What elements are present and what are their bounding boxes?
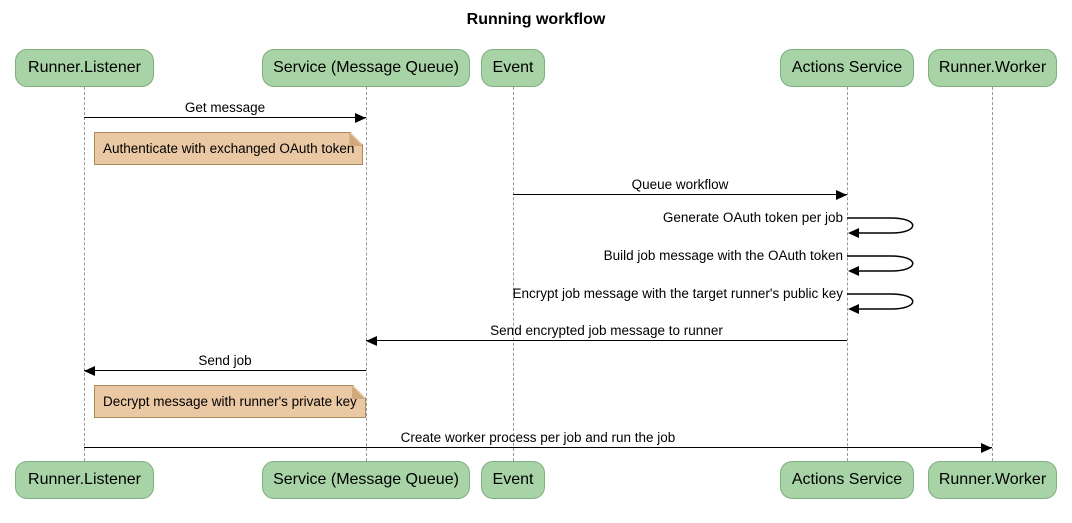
actor-top-service-message-queue: Service (Message Queue) (262, 49, 470, 87)
note-text: Decrypt message with runner's private ke… (103, 394, 357, 409)
message-arrow-send-job (84, 366, 366, 377)
note-text: Authenticate with exchanged OAuth token (103, 141, 355, 156)
self-loop-arrow-encrypt-job-message (847, 293, 914, 314)
message-line (366, 340, 847, 341)
lifeline-service-message-queue (366, 87, 367, 461)
message-label-build-job-message: Build job message with the OAuth token (603, 248, 843, 263)
message-arrow-get-message (84, 113, 366, 124)
self-loop-arrow-generate-oauth-token (847, 217, 914, 238)
message-label-get-message: Get message (184, 100, 266, 115)
actor-top-runner-worker: Runner.Worker (928, 49, 1057, 87)
lifeline-actions-service (847, 87, 848, 461)
actor-bottom-actions-service: Actions Service (780, 461, 914, 499)
message-label-create-worker: Create worker process per job and run th… (400, 430, 676, 445)
message-label-encrypt-job-message: Encrypt job message with the target runn… (512, 286, 844, 301)
lifeline-event (513, 87, 514, 461)
actor-bottom-runner-worker: Runner.Worker (928, 461, 1057, 499)
arrowhead-left (366, 336, 377, 346)
note-authenticate: Authenticate with exchanged OAuth token (94, 132, 363, 165)
arrowhead-right (355, 113, 366, 123)
message-line (84, 447, 992, 448)
arrowhead-right (981, 443, 992, 453)
actor-bottom-service-message-queue: Service (Message Queue) (262, 461, 470, 499)
lifeline-runner-worker (992, 87, 993, 461)
diagram-title: Running workflow (466, 11, 606, 28)
actor-top-event: Event (481, 49, 545, 87)
actor-bottom-event: Event (481, 461, 545, 499)
arrowhead-left (848, 266, 859, 276)
message-label-queue-workflow: Queue workflow (631, 177, 729, 192)
note-fold-corner (349, 133, 362, 146)
actor-top-actions-service: Actions Service (780, 49, 914, 87)
message-label-send-encrypted-job: Send encrypted job message to runner (490, 323, 723, 338)
note-decrypt: Decrypt message with runner's private ke… (94, 385, 366, 418)
actor-bottom-runner-listener: Runner.Listener (15, 461, 154, 499)
arrowhead-left (848, 228, 859, 238)
message-arrow-create-worker (84, 443, 992, 454)
arrowhead-left (848, 304, 859, 314)
lifeline-runner-listener (84, 87, 85, 461)
actor-top-runner-listener: Runner.Listener (15, 49, 154, 87)
message-arrow-queue-workflow (513, 190, 847, 201)
message-line (513, 194, 847, 195)
note-fold-corner (352, 386, 365, 399)
arrowhead-left (84, 366, 95, 376)
message-line (84, 370, 366, 371)
message-label-generate-oauth-token: Generate OAuth token per job (662, 210, 843, 225)
message-arrow-send-encrypted-job (366, 336, 847, 347)
arrowhead-right (836, 190, 847, 200)
message-label-send-job: Send job (198, 353, 252, 368)
message-line (84, 117, 366, 118)
self-loop-arrow-build-job-message (847, 255, 914, 276)
